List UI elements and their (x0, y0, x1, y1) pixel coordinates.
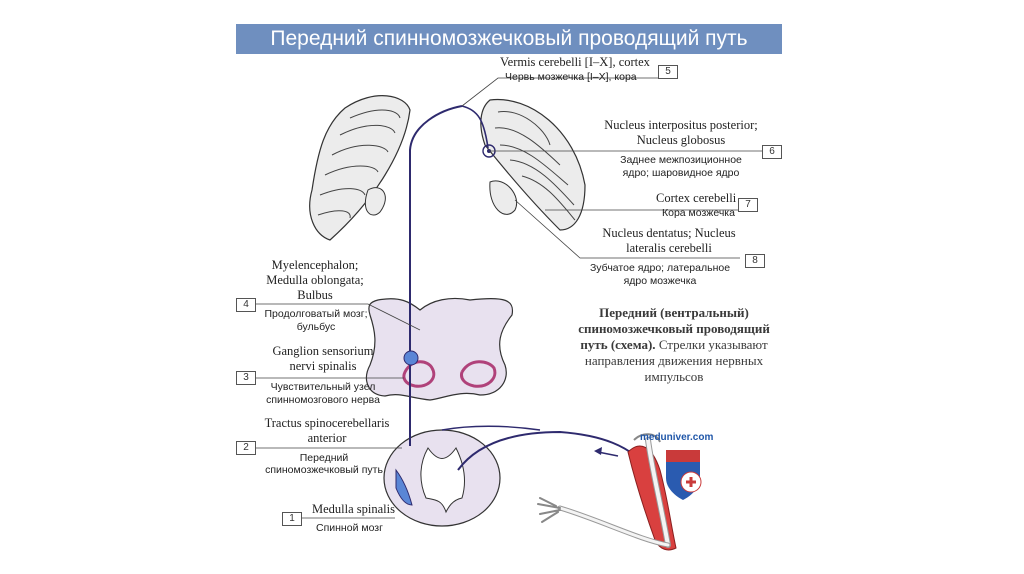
caption-text-2: направления движения нервных (585, 353, 763, 368)
label-2-latin-2: anterior (252, 431, 402, 445)
label-8-russian-2: ядро мозжечка (580, 275, 740, 287)
label-3-russian-1: Чувствительный узел (256, 381, 390, 393)
page-title: Передний спинномозжечковый проводящий пу… (236, 24, 782, 54)
label-6-number: 6 (762, 145, 782, 159)
limb-illustration (538, 434, 676, 550)
label-3-russian-2: спинномозгового нерва (256, 394, 390, 406)
cerebellum-left (310, 96, 410, 240)
label-6-russian-1: Заднее межпозиционное (606, 154, 756, 166)
label-1-russian: Спинной мозг (316, 522, 383, 534)
label-7-latin: Cortex cerebelli (656, 191, 736, 205)
ganglion-marker (404, 351, 418, 365)
watermark-text: meduniver.com (640, 432, 713, 443)
pathway-dorsal-root (442, 426, 540, 430)
label-3-number: 3 (236, 371, 256, 385)
label-2-russian-2: спиномозжечковый путь (254, 464, 394, 476)
label-8-latin-2: lateralis cerebelli (584, 241, 754, 255)
label-3-latin-1: Ganglion sensorium (258, 344, 388, 358)
caption-text-1: Стрелки указывают (656, 337, 768, 352)
cerebellum-right (481, 100, 585, 230)
label-4-latin-1: Myelencephalon; (252, 258, 378, 272)
label-2-number: 2 (236, 441, 256, 455)
label-5-russian: Червь мозжечка [I–X], кора (505, 71, 637, 83)
label-4-latin-2: Medulla oblongata; (252, 273, 378, 287)
label-8-russian-1: Зубчатое ядро; латеральное (580, 262, 740, 274)
label-6-latin-1: Nucleus interpositus posterior; (596, 118, 766, 132)
label-3-latin-2: nervi spinalis (258, 359, 388, 373)
caption-bold-2: спиномозжечковый проводящий (578, 321, 770, 336)
label-1-latin: Medulla spinalis (312, 502, 395, 516)
watermark-logo (666, 450, 701, 500)
label-5-latin: Vermis cerebelli [I–X], cortex (500, 55, 650, 69)
label-4-latin-3: Bulbus (252, 288, 378, 302)
caption-bold-3: путь (схема). (580, 337, 655, 352)
figure-caption: Передний (вентральный) спиномозжечковый … (556, 305, 792, 385)
label-8-latin-1: Nucleus dentatus; Nucleus (584, 226, 754, 240)
caption-bold-1: Передний (вентральный) (599, 305, 749, 320)
label-2-russian-1: Передний (254, 452, 394, 464)
label-6-russian-2: ядро; шаровидное ядро (606, 167, 756, 179)
label-1-number: 1 (282, 512, 302, 526)
label-2-latin-1: Tractus spinocerebellaris (252, 416, 402, 430)
label-4-russian-2: бульбус (256, 321, 376, 333)
label-6-latin-2: Nucleus globosus (596, 133, 766, 147)
label-7-russian: Кора мозжечка (662, 207, 735, 219)
label-8-number: 8 (745, 254, 765, 268)
label-4-russian-1: Продолговатый мозг; (256, 308, 376, 320)
caption-text-3: импульсов (645, 369, 704, 384)
label-5-number: 5 (658, 65, 678, 79)
label-4-number: 4 (236, 298, 256, 312)
label-7-number: 7 (738, 198, 758, 212)
